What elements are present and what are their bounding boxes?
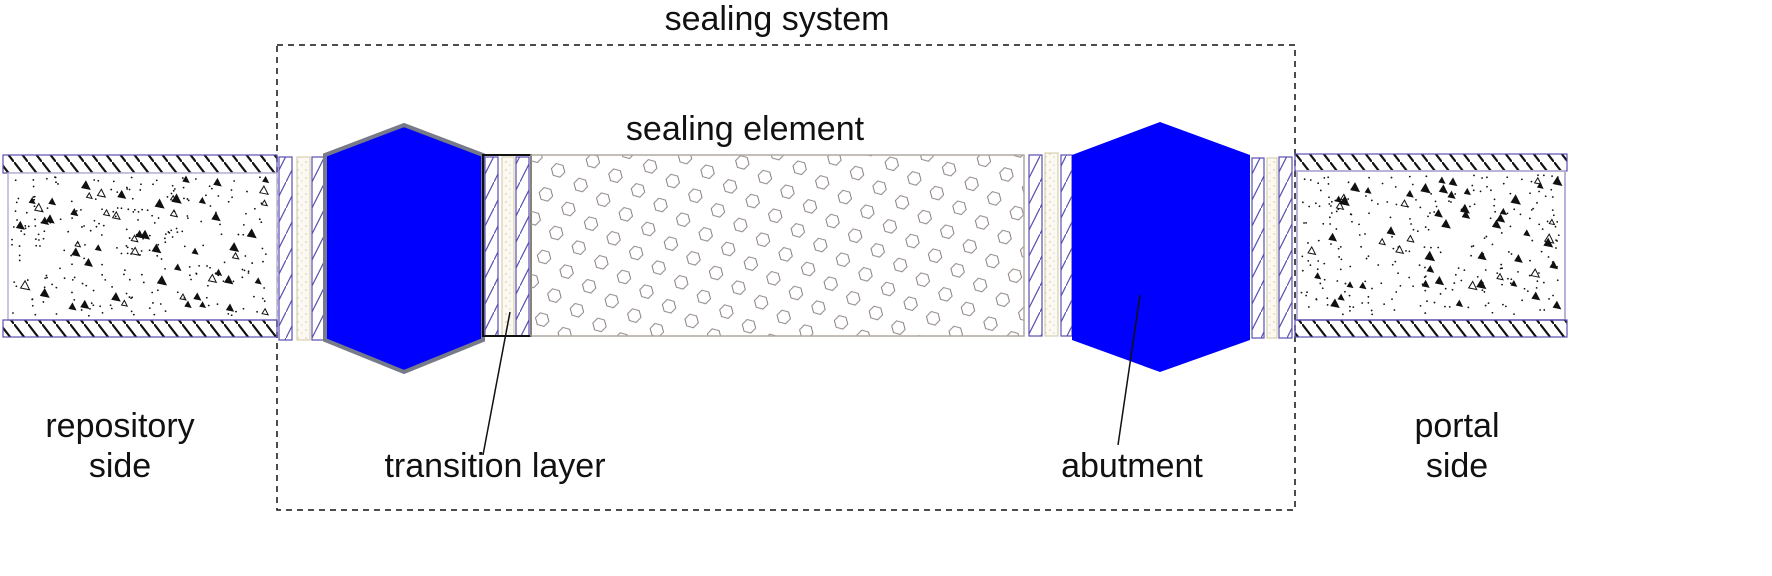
sealing-element (530, 154, 1025, 337)
transition-layer-leader (482, 311, 511, 456)
abutment-leader (1117, 294, 1141, 446)
left-layers (278, 156, 326, 341)
portal-side-tunnel (1294, 153, 1568, 338)
sealing-system-label: sealing system (665, 0, 890, 38)
left-abutment (323, 122, 485, 375)
repository-side-label-1: repository (45, 407, 194, 445)
right-layers-inner (1028, 152, 1073, 337)
portal-side-label-1: portal (1414, 407, 1499, 445)
right-layers-outer (1251, 156, 1293, 339)
abutment-label: abutment (1061, 447, 1203, 485)
portal-side-label-2: side (1426, 447, 1488, 485)
concrete-aggregate (11, 175, 270, 317)
transition-layer (482, 154, 532, 337)
concrete-aggregate (1300, 174, 1563, 316)
repository-side-label-2: side (89, 447, 151, 485)
sealing-element-label: sealing element (626, 110, 865, 148)
transition-layer-label: transition layer (384, 447, 605, 485)
right-abutment (1072, 122, 1250, 372)
repository-side-tunnel (2, 154, 278, 338)
